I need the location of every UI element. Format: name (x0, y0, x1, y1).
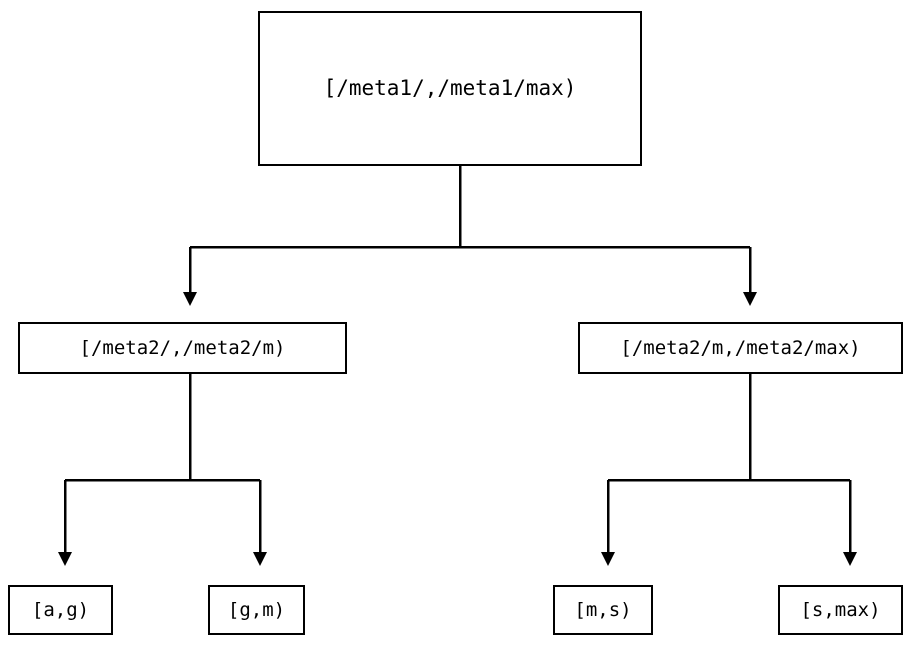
node-mid-left-label: [/meta2/,/meta2/m) (79, 336, 286, 359)
node-leaf-0[interactable]: [a,g) (8, 585, 113, 635)
arrowhead-to-leaf-1 (253, 552, 267, 566)
node-mid-right[interactable]: [/meta2/m,/meta2/max) (578, 322, 903, 374)
arrowhead-to-mid-right (743, 292, 757, 306)
arrowhead-to-leaf-3 (843, 552, 857, 566)
node-mid-left[interactable]: [/meta2/,/meta2/m) (18, 322, 347, 374)
arrowhead-to-leaf-0 (58, 552, 72, 566)
node-leaf-2[interactable]: [m,s) (553, 585, 653, 635)
node-leaf-0-label: [a,g) (31, 598, 90, 621)
arrowhead-to-mid-left (183, 292, 197, 306)
node-mid-right-label: [/meta2/m,/meta2/max) (620, 336, 861, 359)
node-leaf-3[interactable]: [s,max) (778, 585, 903, 635)
node-leaf-1-label: [g,m) (227, 598, 286, 621)
node-root[interactable]: [/meta1/,/meta1/max) (258, 11, 642, 166)
node-leaf-3-label: [s,max) (800, 598, 881, 621)
node-leaf-1[interactable]: [g,m) (208, 585, 305, 635)
node-root-label: [/meta1/,/meta1/max) (323, 76, 577, 100)
arrowhead-to-leaf-2 (601, 552, 615, 566)
node-leaf-2-label: [m,s) (574, 598, 632, 621)
